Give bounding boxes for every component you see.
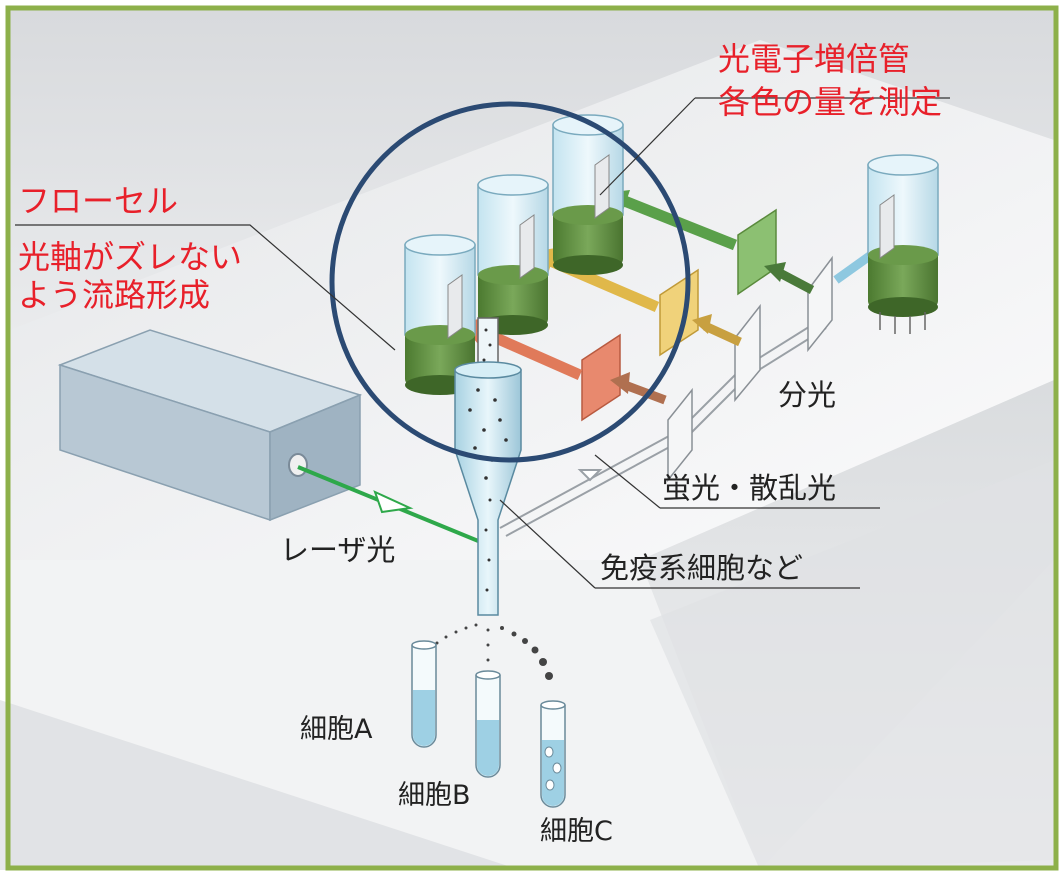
tube-b-label: 細胞B [398, 780, 471, 811]
cells-label: 免疫系細胞など [600, 551, 803, 585]
tube-b [475, 670, 501, 778]
highlight-circle [329, 101, 691, 463]
laser-beam [297, 465, 489, 547]
flowcell-sub2-label: よう流路形成 [18, 276, 210, 314]
pmt-blue [867, 154, 939, 334]
flowcell-sub1-label: 光軸がズレない [18, 238, 242, 276]
laser-source [57, 329, 363, 522]
flowcell-title-label: フローセル [18, 182, 178, 220]
tube-a [411, 640, 437, 748]
pmt-title-label: 光電子増倍管 [718, 40, 910, 78]
pmt-sub-label: 各色の量を測定 [718, 83, 942, 121]
pmt-green [552, 114, 624, 275]
spectral-label: 分光 [778, 378, 836, 412]
tube-c [540, 700, 566, 808]
pmt-yellow [477, 174, 549, 335]
outer-frame [5, 5, 1059, 871]
fluorescence-label: 蛍光・散乱光 [662, 471, 836, 505]
droplet-stream [435, 623, 553, 680]
tube-a-label: 細胞A [300, 714, 373, 745]
tube-c-label: 細胞C [540, 816, 613, 847]
mirror-plates [667, 255, 833, 483]
laser-label: レーザ光 [280, 533, 395, 567]
leader-lines [15, 97, 950, 589]
flow-cell [454, 317, 522, 616]
